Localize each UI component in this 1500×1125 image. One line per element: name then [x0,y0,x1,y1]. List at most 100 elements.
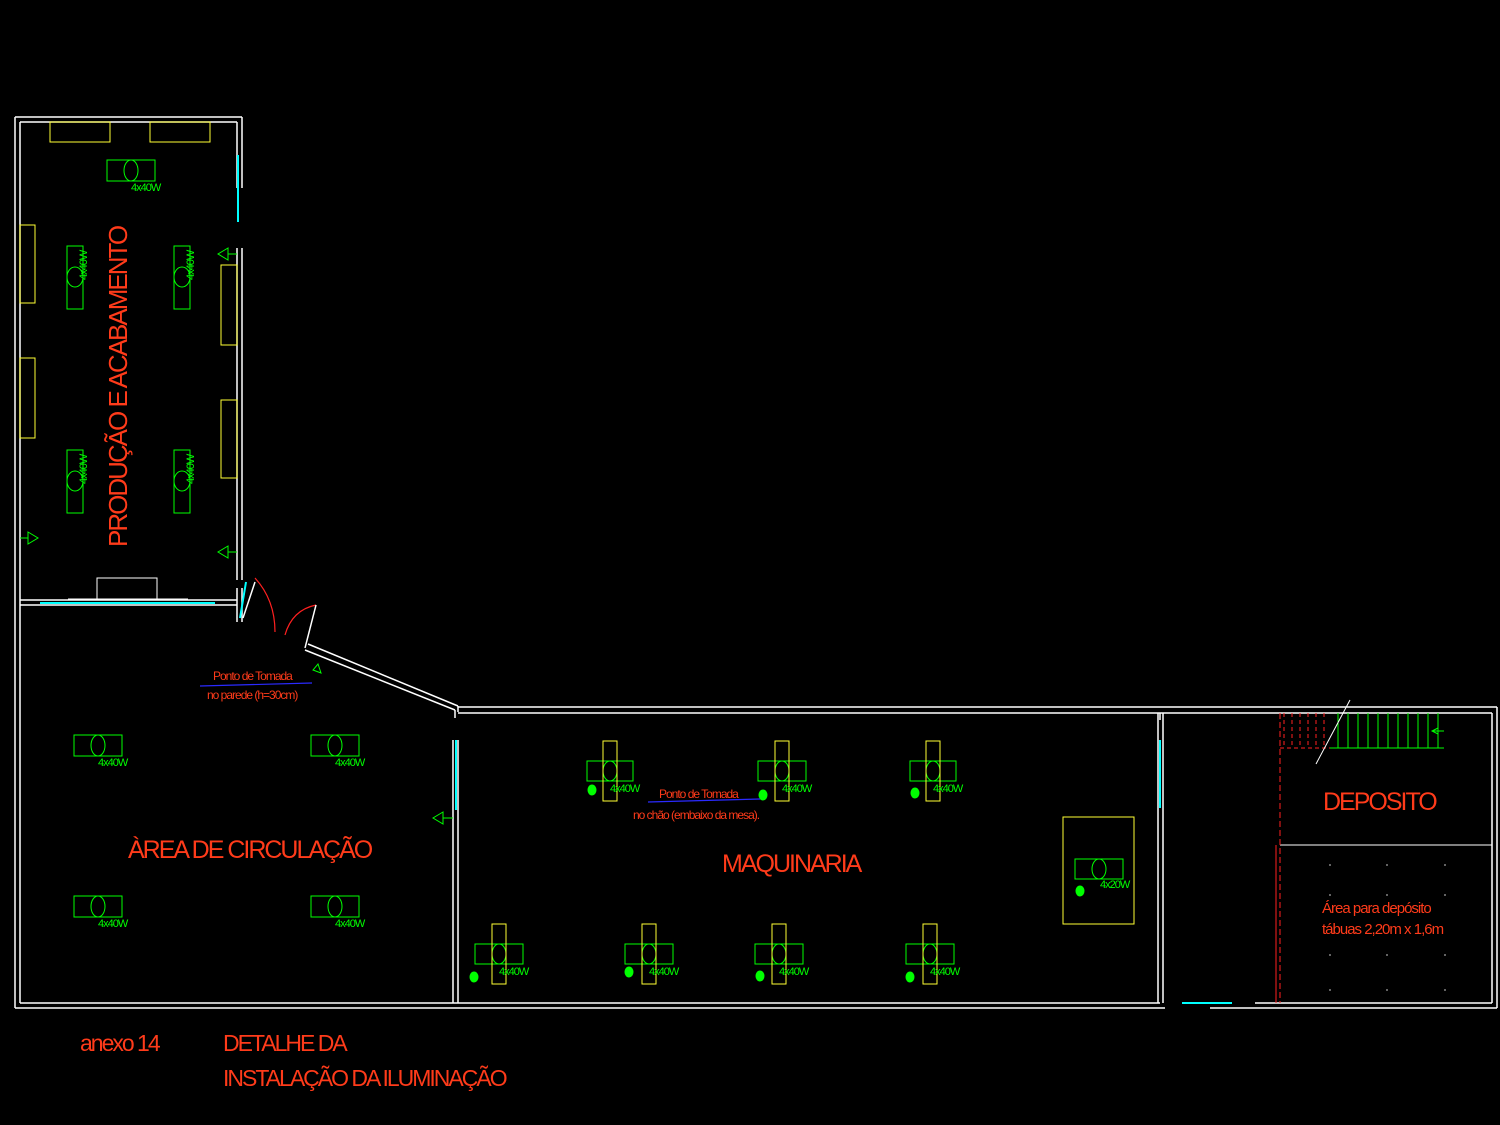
note-tomada-chao-1: Ponto de Tomada [659,787,739,801]
luminaire-bulb [774,760,790,782]
arrow-5 [312,662,322,674]
luminaire-bulb [327,895,343,918]
luminaire-body [624,943,674,965]
luminaire-body [757,760,807,782]
luminaire-bulb [123,159,139,182]
luminaire-body [909,760,957,782]
machine-outline [922,923,938,985]
wall-producao-left [14,117,21,1008]
stair-break-line [1315,699,1351,765]
cabinet-left-2 [19,357,36,439]
bench-bottom [96,577,158,601]
drawing-title-line2: INSTALAÇÃO DA ILUMINAÇÃO [223,1065,507,1091]
luminaire-bulb [922,943,938,965]
luminaire-bulb [925,760,941,782]
luminaire-body [73,895,123,918]
exit-arrows [20,247,1444,825]
luminaire: 4x40W [106,159,163,194]
luminaire-body [73,734,123,757]
floor-socket [587,784,597,796]
luminaire-label: 4x40W [933,783,964,795]
luminaire-label: 4x40W [782,783,813,795]
luminaire-label: 4x40W [98,757,129,769]
luminaire: 4x40W [754,923,811,985]
luminaire-bulb [90,734,106,757]
grid-dot [1386,954,1388,956]
luminaire: 4x40W [586,740,642,802]
machine-outline [602,740,618,802]
floor-socket [624,966,634,978]
door-leaf-right [284,604,317,636]
luminaire-label: 4x40W [98,918,129,930]
note-tomada-parede-2: no parede (h=30cm) [207,688,298,702]
windows [40,155,1232,1004]
luminaire-label: 4x40W [610,783,641,795]
note-deposito-area-1: Área para depósito [1322,900,1431,917]
machine-outline [771,923,787,985]
luminaire-label: 4x40W [779,966,810,978]
luminaire-label: 4x40W [185,249,197,280]
luminaire-label: 4x40W [335,757,366,769]
luminaire: 4x40W [310,895,367,930]
window-door-left [239,581,247,619]
luminaire-body [310,895,360,918]
room-label-producao: PRODUÇÃO E ACABAMENTO [103,226,133,547]
luminaire: 4x40W [310,734,367,769]
luminaire: 4x20W [1074,858,1132,891]
machine-outline [774,740,790,802]
luminaire-label: 4x40W [930,966,961,978]
room-label-maquinaria: MAQUINARIA [722,850,863,878]
grid-dot [1329,864,1331,866]
machine-outline [641,923,657,985]
cabinet-right-1 [220,264,238,346]
luminaire-bulb [173,470,191,492]
floor-socket [905,971,915,983]
wall-main-right [1491,707,1498,1008]
luminaire-bulb [327,734,343,757]
luminaire-body [754,943,804,965]
wall-diagonal [304,643,459,711]
luminaire: 4x40W [73,734,130,769]
luminaire: 4x40W [66,449,90,514]
grid-dot [1386,989,1388,991]
grid-dot [1444,894,1446,896]
double-door [242,577,317,649]
luminaire: 4x40W [909,740,965,802]
luminaire-bulb [491,943,507,965]
wall-partition-circ-maq [452,740,459,1003]
grid-dot [1329,989,1331,991]
luminaire: 4x40W [757,740,814,802]
luminaire-label: 4x20W [1100,879,1131,891]
luminaire: 4x40W [173,245,197,310]
grid-dot [1444,954,1446,956]
luminaire-label: 4x40W [78,453,90,484]
luminaire: 4x40W [66,245,90,310]
cabinet-right-2 [220,399,238,479]
door-jamb-right [304,604,317,649]
luminaire-body [905,943,955,965]
note-tomada-parede-1: Ponto de Tomada [213,669,293,683]
luminaires-horizontal: 4x40W 4x40W 4x40W 4x40W 4x40W 4x40W 4x40W 4x40W… [73,159,1132,985]
luminaire-bulb [90,895,106,918]
room-label-deposito: DEPOSITO [1323,788,1437,816]
grid-dot [1386,894,1388,896]
luminaire-bulb [173,266,191,288]
room-label-circulacao: ÀREA DE CIRCULAÇÃO [128,835,373,864]
luminaire-bulb [1091,858,1107,880]
leader-tomada-parede [199,682,313,687]
luminaire-bulb [66,266,84,288]
wall-diagonal-cap [454,706,459,718]
cabinet-left-1 [19,224,36,304]
luminaire: 4x40W [474,923,531,985]
floor-socket [469,971,479,983]
luminaire-bulb [602,760,618,782]
luminaire-bulb [641,943,657,965]
wall-main-bottom [15,1002,1497,1009]
floor-socket [1075,885,1085,897]
machine-table [1062,816,1135,925]
stair-steps-red [1280,713,1330,749]
furniture [19,121,1135,925]
grid-dot [1444,989,1446,991]
